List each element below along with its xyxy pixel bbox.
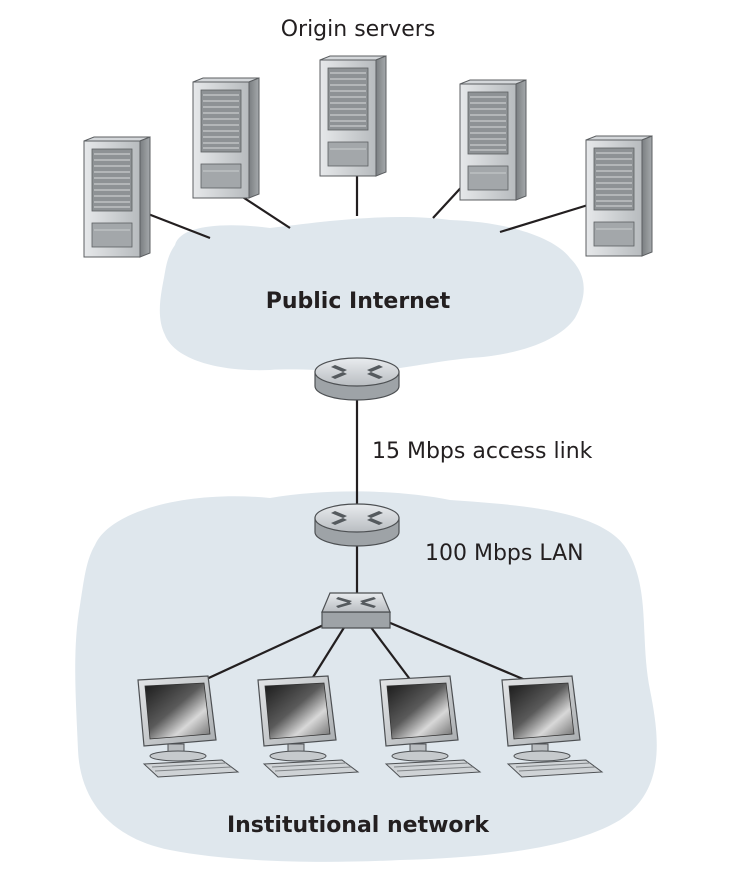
institutional-router — [314, 503, 400, 547]
origin-server-1 — [83, 136, 151, 258]
internet-router — [314, 357, 400, 401]
origin-server-2 — [192, 77, 260, 199]
lan-label: 100 Mbps LAN — [425, 541, 584, 566]
origin-server-4 — [459, 79, 527, 201]
origin-server-5 — [585, 135, 653, 257]
lan-links — [199, 620, 531, 684]
institutional-network-label: Institutional network — [227, 813, 490, 838]
origin-servers-label: Origin servers — [281, 17, 436, 42]
lan-switch — [321, 592, 391, 629]
origin-server-3 — [319, 55, 387, 177]
public-internet-cloud — [159, 217, 584, 371]
access-link-label: 15 Mbps access link — [372, 439, 593, 464]
public-internet-label: Public Internet — [266, 289, 451, 314]
